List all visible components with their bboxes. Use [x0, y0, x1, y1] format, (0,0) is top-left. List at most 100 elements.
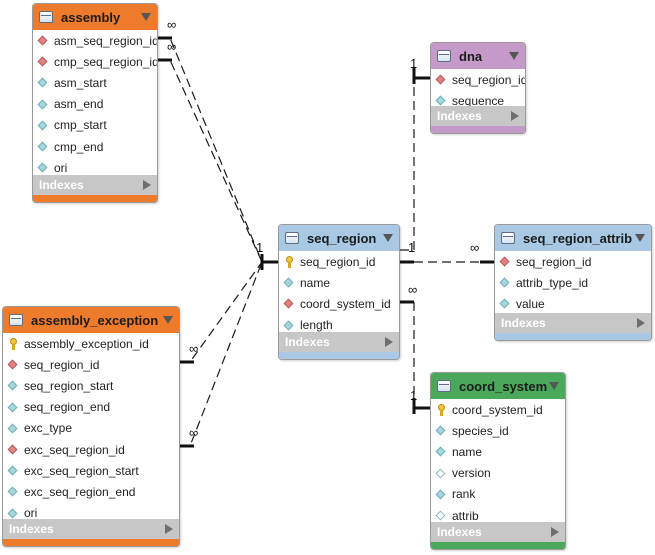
table-header-coord-system[interactable]: coord_system: [431, 373, 565, 399]
foreign-key-diamond-icon: [37, 56, 48, 67]
primary-key-icon: [437, 403, 446, 416]
table-header-assembly-exception[interactable]: assembly_exception: [3, 307, 179, 333]
column-label: sequence: [452, 93, 505, 108]
indexes-bar[interactable]: Indexes: [33, 175, 157, 195]
table-title: seq_region_attrib: [523, 230, 633, 246]
column-label: asm_end: [54, 97, 104, 112]
card-one-coord: 1: [410, 388, 418, 403]
column-label: exc_seq_region_end: [24, 484, 136, 499]
column-seq-region-id[interactable]: seq_region_id: [3, 354, 179, 375]
column-length[interactable]: length: [279, 315, 399, 336]
column-diamond-icon: [499, 277, 510, 288]
column-asm-seq-region-id[interactable]: asm_seq_region_id: [33, 30, 157, 51]
column-label: species_id: [452, 423, 509, 438]
column-assembly-exception-id[interactable]: assembly_exception_id: [3, 333, 179, 354]
column-rank[interactable]: rank: [431, 484, 565, 505]
column-diamond-icon: [7, 402, 18, 413]
column-cmp-start[interactable]: cmp_start: [33, 115, 157, 136]
indexes-bar[interactable]: Indexes: [3, 519, 179, 539]
expand-indexes-icon[interactable]: [637, 318, 645, 328]
expand-indexes-icon[interactable]: [511, 111, 519, 121]
column-diamond-icon: [37, 78, 48, 88]
column-label: cmp_seq_region_id: [54, 54, 158, 69]
expand-indexes-icon[interactable]: [143, 180, 151, 190]
column-ori[interactable]: ori: [33, 157, 157, 178]
foreign-key-diamond-icon: [435, 74, 446, 85]
column-cmp-seq-region-id[interactable]: cmp_seq_region_id: [33, 51, 157, 72]
column-seq-region-end[interactable]: seq_region_end: [3, 397, 179, 418]
column-coord-system-id[interactable]: coord_system_id: [279, 293, 399, 314]
column-asm-start[interactable]: asm_start: [33, 72, 157, 93]
card-many-ae-seq: ∞: [189, 341, 199, 356]
column-species-id[interactable]: species_id: [431, 420, 565, 441]
table-icon: [9, 314, 23, 326]
collapse-triangle-icon[interactable]: [509, 52, 519, 60]
column-version[interactable]: version: [431, 463, 565, 484]
column-ori[interactable]: ori: [3, 503, 179, 524]
column-seq-region-id[interactable]: seq_region_id: [495, 251, 651, 272]
column-asm-end[interactable]: asm_end: [33, 94, 157, 115]
expand-indexes-icon[interactable]: [551, 527, 559, 537]
expand-indexes-icon[interactable]: [385, 337, 393, 347]
table-footer-strip: [431, 542, 565, 549]
indexes-label: Indexes: [501, 316, 546, 330]
column-label: exc_type: [24, 421, 73, 436]
column-label: attrib: [452, 508, 479, 523]
column-label: seq_region_id: [300, 254, 376, 269]
column-diamond-icon: [7, 465, 18, 476]
foreign-key-diamond-icon: [499, 256, 510, 267]
column-diamond-icon: [37, 120, 48, 131]
column-diamond-icon: [7, 486, 18, 497]
table-footer-strip: [33, 195, 157, 202]
table-header-seq-region-attrib[interactable]: seq_region_attrib: [495, 225, 651, 251]
collapse-triangle-icon[interactable]: [163, 316, 173, 324]
indexes-bar[interactable]: Indexes: [431, 106, 525, 126]
column-label: assembly_exception_id: [24, 336, 149, 351]
column-attrib[interactable]: attrib: [431, 505, 565, 526]
column-seq-region-id[interactable]: seq_region_id: [279, 251, 399, 272]
indexes-bar[interactable]: Indexes: [279, 332, 399, 352]
table-header-assembly[interactable]: assembly: [33, 4, 157, 30]
column-exc-type[interactable]: exc_type: [3, 418, 179, 439]
column-diamond-icon: [7, 381, 18, 391]
indexes-bar[interactable]: Indexes: [495, 313, 651, 333]
table-header-seq-region[interactable]: seq_region: [279, 225, 399, 251]
column-coord-system-id[interactable]: coord_system_id: [431, 399, 565, 420]
column-name[interactable]: name: [431, 441, 565, 462]
collapse-triangle-icon[interactable]: [549, 382, 559, 390]
column-exc-seq-region-id[interactable]: exc_seq_region_id: [3, 439, 179, 460]
expand-indexes-icon[interactable]: [165, 524, 173, 534]
collapse-triangle-icon[interactable]: [141, 13, 151, 21]
column-name[interactable]: name: [279, 272, 399, 293]
column-seq-region-id[interactable]: seq_region_id: [431, 69, 525, 90]
column-label: seq_region_id: [24, 357, 100, 372]
column-label: cmp_start: [54, 118, 107, 133]
column-label: version: [452, 466, 491, 481]
column-cmp-end[interactable]: cmp_end: [33, 136, 157, 157]
indexes-bar[interactable]: Indexes: [431, 522, 565, 542]
column-seq-region-start[interactable]: seq_region_start: [3, 375, 179, 396]
rel-dna: [400, 77, 430, 251]
column-attrib-type-id[interactable]: attrib_type_id: [495, 272, 651, 293]
column-sequence[interactable]: sequence: [431, 90, 525, 111]
indexes-label: Indexes: [39, 178, 84, 192]
nullable-column-diamond-icon: [435, 468, 446, 479]
foreign-key-diamond-icon: [283, 299, 294, 309]
column-diamond-icon: [499, 299, 510, 309]
column-label: exc_seq_region_start: [24, 463, 139, 478]
column-label: seq_region_start: [24, 378, 114, 393]
collapse-triangle-icon[interactable]: [635, 234, 645, 242]
column-exc-seq-region-end[interactable]: exc_seq_region_end: [3, 481, 179, 502]
column-exc-seq-region-start[interactable]: exc_seq_region_start: [3, 460, 179, 481]
column-value[interactable]: value: [495, 293, 651, 314]
column-label: ori: [54, 160, 68, 175]
table-title: seq_region: [307, 230, 377, 246]
collapse-triangle-icon[interactable]: [383, 234, 393, 242]
table-header-dna[interactable]: dna: [431, 43, 525, 69]
